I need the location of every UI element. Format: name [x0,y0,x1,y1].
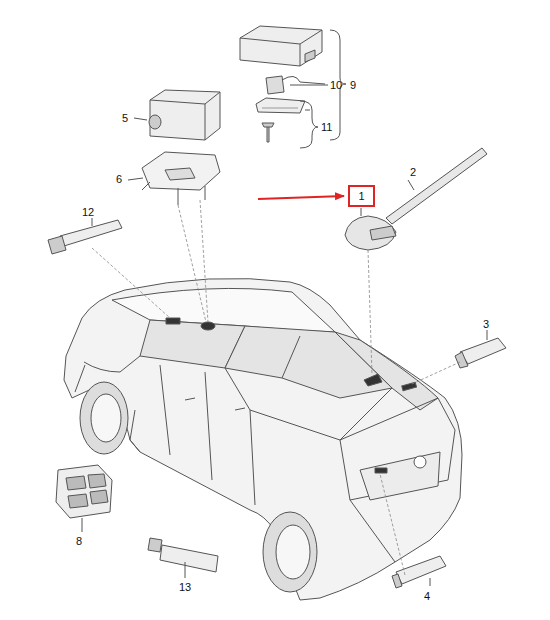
callout-number: 1 [350,190,373,202]
front-wheel [263,512,317,592]
highlight-box: 1 [348,185,375,207]
pointer-arrow [258,196,344,199]
callout-number: 9 [350,79,356,91]
callout-number: 2 [410,166,416,178]
box-5 [150,90,220,140]
callout-number: 8 [76,535,82,547]
screw-11 [262,123,274,142]
module-3 [460,338,506,364]
module-9 [240,26,322,66]
callout-number: 13 [179,581,191,593]
stick-13 [160,545,218,572]
antenna-base-1 [345,216,396,250]
bracket-6 [142,152,220,190]
plate-11 [256,98,305,113]
callout-number: 3 [483,318,489,330]
stick-12 [60,220,122,246]
callout-number: 11 [321,121,332,133]
car-rear-window [335,332,438,410]
callout-number: 4 [424,590,430,602]
connector-10 [266,76,284,94]
callout-number: 12 [82,206,94,218]
rear-wheel [80,382,128,454]
switch-8 [56,465,112,518]
callout-number: 5 [122,112,128,124]
antenna-rod-2 [386,148,487,224]
car-body [64,278,462,600]
callout-number: 6 [116,173,122,185]
callout-number: 10 [330,79,342,91]
